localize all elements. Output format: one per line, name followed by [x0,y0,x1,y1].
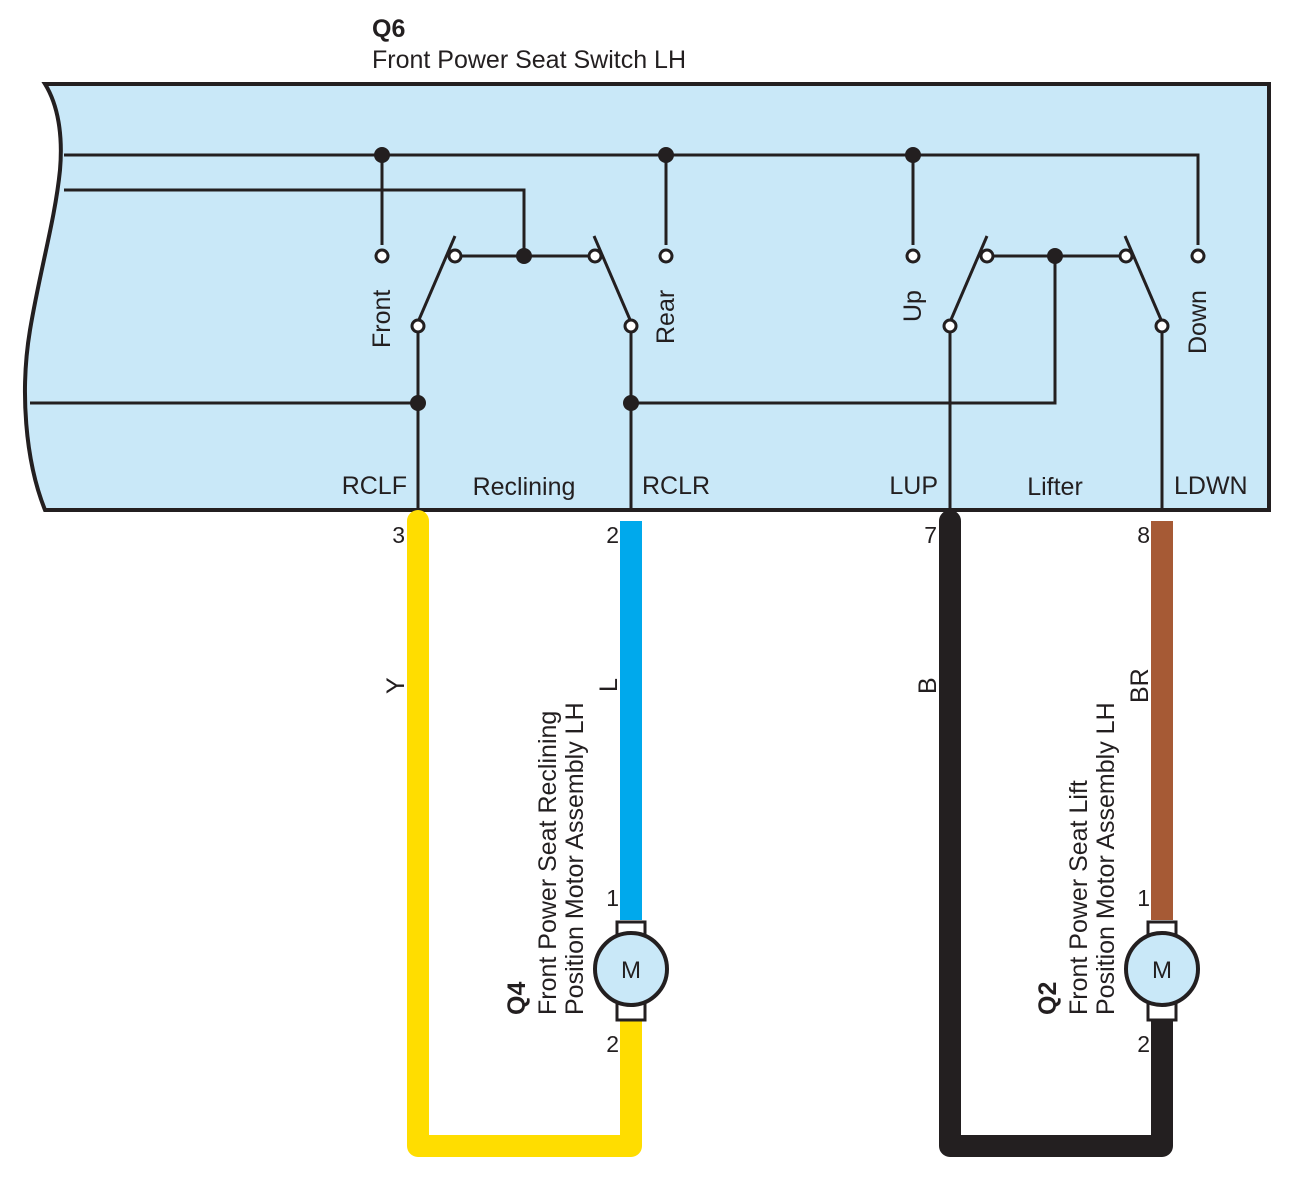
wire-yellow [407,510,642,1157]
motor-lift-pin-top: 1 [1137,885,1150,911]
wire-harness [407,510,1173,1157]
junction-dots [374,147,1063,411]
motor-lift-pin-bottom: 2 [1137,1031,1150,1057]
motor-lift: M [1124,920,1200,1022]
wire-blue-code: L [595,678,623,692]
switch-contacts [374,248,1206,334]
motor-lift-symbol: M [1152,957,1172,984]
wire-yellow-code: Y [382,677,410,694]
motor-reclining: M [593,920,669,1022]
switch-internal-wiring [30,153,1200,510]
motor-reclining-name-line1: Front Power Seat Reclining [534,711,562,1015]
motor-reclining-symbol: M [621,957,641,984]
pin-ldwn: 8 [1137,522,1150,548]
component-name: Front Power Seat Switch LH [372,46,686,74]
motor-lift-name-line2: Position Motor Assembly LH [1092,702,1120,1015]
group-lifter-label: Lifter [1027,473,1083,501]
wire-black-code: B [914,677,942,694]
terminal-lup-label: LUP [889,472,938,500]
pin-lup: 7 [924,522,937,548]
motor-reclining-pin-bottom: 2 [606,1031,619,1057]
position-up-label: Up [899,290,927,322]
group-reclining-label: Reclining [473,473,576,501]
pin-rclr: 2 [606,522,619,548]
position-front-label: Front [368,290,396,348]
motor-reclining-pin-top: 1 [606,885,619,911]
position-rear-label: Rear [652,290,680,344]
wire-black [939,510,1173,1157]
terminal-ldwn-label: LDWN [1174,472,1248,500]
switch-body [23,82,1271,512]
terminal-rclr-label: RCLR [642,472,710,500]
motor-lift-code: Q2 [1034,982,1062,1015]
motor-lift-name-line1: Front Power Seat Lift [1065,780,1093,1015]
pin-rclf: 3 [392,522,405,548]
component-code: Q6 [372,15,405,43]
terminal-rclf-label: RCLF [342,472,407,500]
position-down-label: Down [1184,290,1212,354]
motor-reclining-name-line2: Position Motor Assembly LH [561,702,589,1015]
motor-reclining-code: Q4 [503,982,531,1015]
wire-brown-code: BR [1126,668,1154,703]
